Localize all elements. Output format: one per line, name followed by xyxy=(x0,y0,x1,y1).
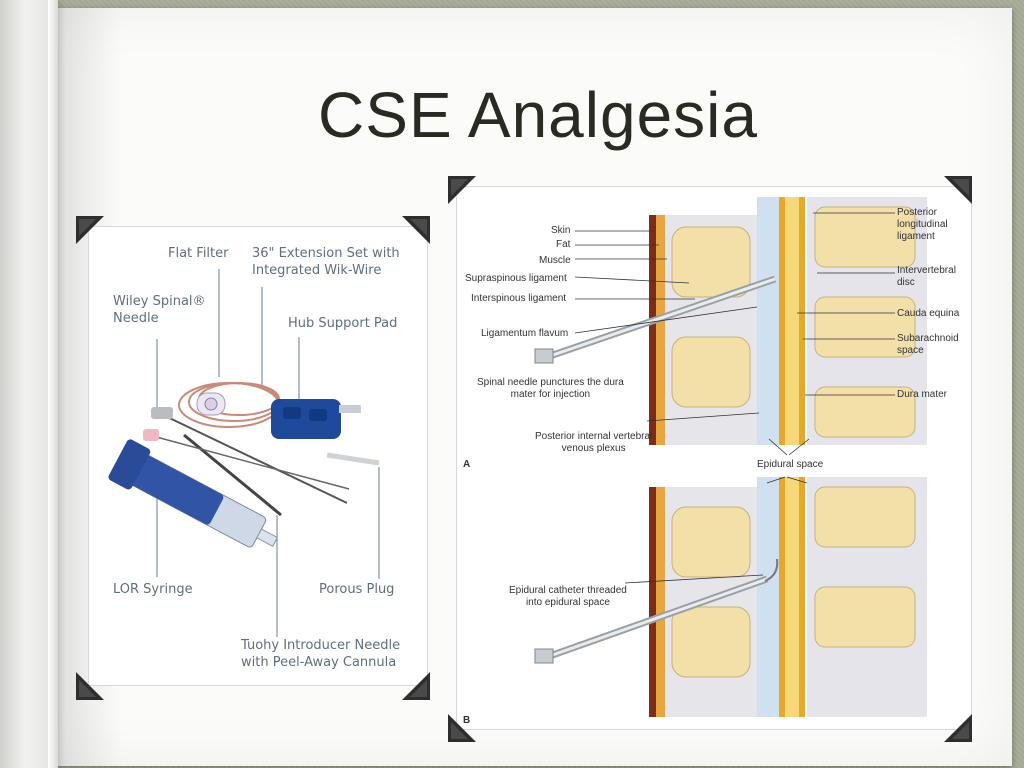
label-subarachnoid-space: Subarachnoid space xyxy=(897,333,959,356)
label-intervertebral-disc: Intervertebral disc xyxy=(897,265,956,288)
panel-b-anatomy xyxy=(534,477,927,717)
label-muscle: Muscle xyxy=(539,255,571,266)
label-dura-mater: Dura mater xyxy=(897,389,948,400)
label-lor-syringe: LOR Syringe xyxy=(113,582,193,597)
page-curl xyxy=(0,0,57,768)
label-epidural-catheter: Epidural catheter threaded into epidural… xyxy=(509,585,627,608)
kit-figure: Flat Filter 36" Extension Set with Integ… xyxy=(88,226,428,686)
label-tuohy-needle: Tuohy Introducer Needle with Peel-Away C… xyxy=(241,638,401,670)
kit-illustration xyxy=(108,269,380,637)
label-epidural-space: Epidural space xyxy=(757,459,824,470)
photo-corner-icon xyxy=(402,672,430,700)
photo-corner-icon xyxy=(76,672,104,700)
label-wiley-needle: Wiley Spinal® Needle xyxy=(113,294,206,326)
label-venous-plexus: Posterior internal vertebral venous plex… xyxy=(535,431,653,454)
label-flat-filter: Flat Filter xyxy=(168,246,229,261)
label-skin: Skin xyxy=(551,225,571,236)
marker-panel-b: B xyxy=(463,715,471,726)
photo-corner-icon xyxy=(402,216,430,244)
label-posterior-longitudinal-ligament: Posterior longitudinal ligament xyxy=(897,207,948,242)
slide-title: CSE Analgesia xyxy=(318,79,758,151)
spine-figure: A B Skin Fat Muscle Supraspinous ligamen… xyxy=(456,186,972,730)
photo-corner-icon xyxy=(944,714,972,742)
label-interspinous: Interspinous ligament xyxy=(471,293,567,304)
marker-panel-a: A xyxy=(463,459,471,470)
label-extension-set: 36" Extension Set with Integrated Wik-Wi… xyxy=(252,246,400,278)
label-cauda-equina: Cauda equina xyxy=(897,308,960,319)
photo-corner-icon xyxy=(448,714,476,742)
spine-illustration xyxy=(534,197,927,717)
panel-a-anatomy xyxy=(534,197,927,445)
photo-corner-icon xyxy=(944,176,972,204)
photo-corner-icon xyxy=(76,216,104,244)
page-curl-edge xyxy=(48,0,58,768)
label-porous-plug: Porous Plug xyxy=(319,582,395,597)
label-hub-support-pad: Hub Support Pad xyxy=(288,316,398,331)
label-supraspinous: Supraspinous ligament xyxy=(465,273,567,284)
label-ligamentum-flavum: Ligamentum flavum xyxy=(481,328,569,339)
photo-corner-icon xyxy=(448,176,476,204)
label-spinal-needle: Spinal needle punctures the dura mater f… xyxy=(477,377,624,400)
label-fat: Fat xyxy=(556,239,571,250)
